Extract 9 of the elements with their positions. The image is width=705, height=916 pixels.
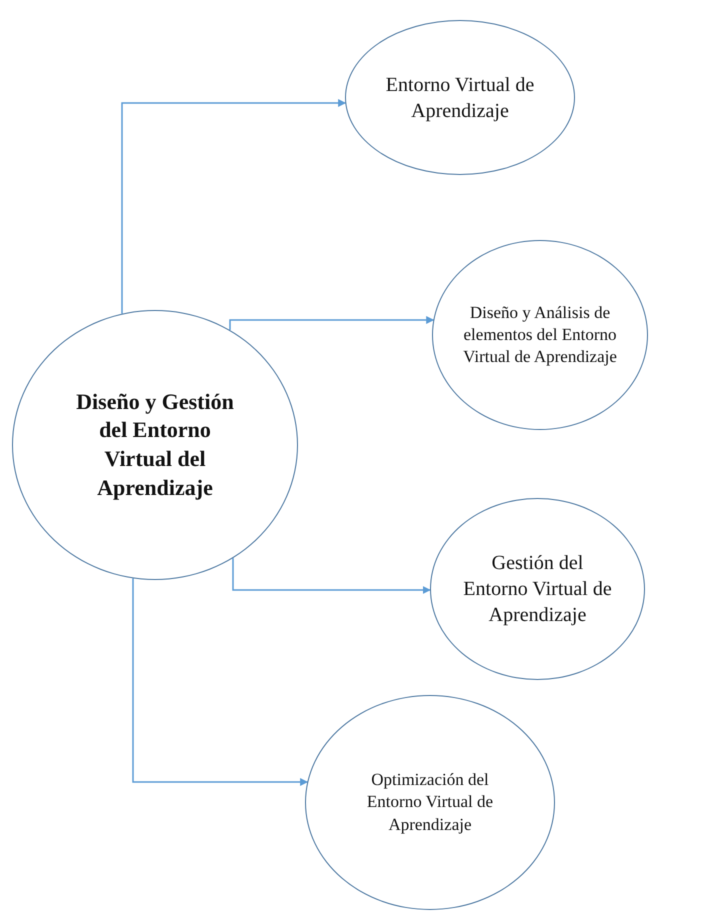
- node-label: Diseño y Gestión del Entorno Virtual del Aprendizaje: [75, 388, 235, 502]
- node-label: Gestión del Entorno Virtual de Aprendizaje: [462, 551, 613, 628]
- node-label: Optimización del Entorno Virtual de Aprendizaje: [366, 769, 494, 836]
- connector-arrow: [232, 558, 431, 594]
- node-label: Diseño y Análisis de elementos del Entorno Virtual de Aprendizaje: [462, 302, 618, 368]
- connector-arrow: [132, 578, 308, 786]
- connector-arrow: [121, 99, 346, 314]
- connector-arrow: [229, 316, 434, 330]
- node-label: Entorno Virtual de Aprendizaje: [384, 72, 536, 124]
